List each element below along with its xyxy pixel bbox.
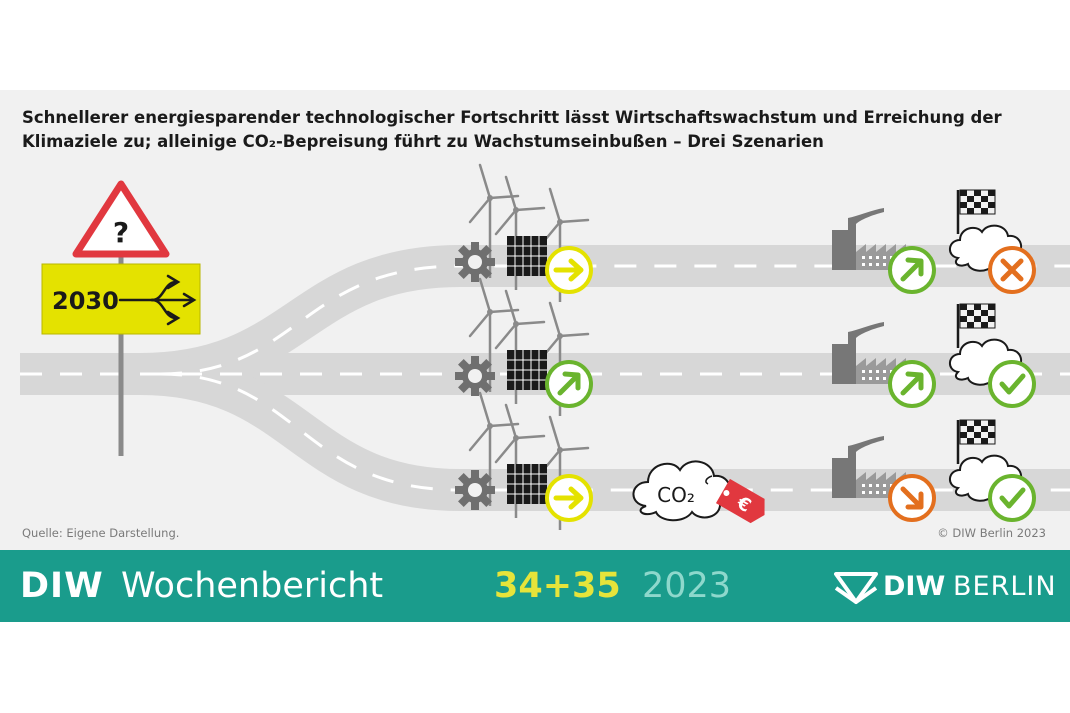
brand-wochenbericht: Wochenbericht bbox=[121, 566, 384, 606]
scenario-3: CO₂ € bbox=[455, 391, 1036, 530]
climate-goal-reached-icon bbox=[988, 474, 1036, 522]
copyright-note: © DIW Berlin 2023 bbox=[937, 526, 1046, 540]
solar-panel-icon bbox=[506, 463, 548, 505]
road-sign: ? 2030 bbox=[41, 180, 201, 456]
solar-panel-icon bbox=[506, 235, 548, 277]
footer-banner bbox=[0, 550, 1070, 622]
technology-arrow-right-icon bbox=[545, 246, 593, 294]
gear-icon bbox=[455, 356, 495, 396]
diw-logo-icon bbox=[834, 572, 878, 604]
growth-arrow-down-icon bbox=[888, 474, 936, 522]
title-line-1: Schnellerer energiesparender technologis… bbox=[22, 108, 1002, 127]
fork-arrows-icon bbox=[118, 274, 197, 326]
issue-number: 34+35 bbox=[494, 566, 621, 606]
scenario-2 bbox=[455, 277, 1036, 418]
sign-year-label: 2030 bbox=[52, 287, 119, 315]
gear-icon bbox=[455, 470, 495, 510]
scenario-1 bbox=[455, 163, 1036, 304]
logo-text-berlin: BERLIN bbox=[953, 571, 1057, 602]
price-tag-icon: € bbox=[705, 475, 765, 524]
warning-question-mark: ? bbox=[113, 216, 129, 249]
growth-arrow-up-icon bbox=[888, 360, 936, 408]
climate-goal-reached-icon bbox=[988, 360, 1036, 408]
issue-year: 2023 bbox=[642, 566, 732, 606]
title-line-2: Klimaziele zu; alleinige CO₂-Bepreisung … bbox=[22, 132, 824, 151]
brand-diw: DIW bbox=[20, 566, 104, 606]
solar-panel-icon bbox=[506, 349, 548, 391]
climate-goal-missed-icon bbox=[988, 246, 1036, 294]
gear-icon bbox=[455, 242, 495, 282]
technology-arrow-right-icon bbox=[545, 474, 593, 522]
growth-arrow-up-icon bbox=[888, 246, 936, 294]
logo-text-diw: DIW bbox=[883, 571, 946, 602]
co2-label: CO₂ bbox=[657, 483, 695, 507]
technology-arrow-up-icon bbox=[545, 360, 593, 408]
infographic-title: Schnellerer energiesparender technologis… bbox=[22, 106, 1022, 154]
scenario-diagram: ? 2030 bbox=[20, 163, 1070, 530]
source-note: Quelle: Eigene Darstellung. bbox=[22, 526, 180, 540]
